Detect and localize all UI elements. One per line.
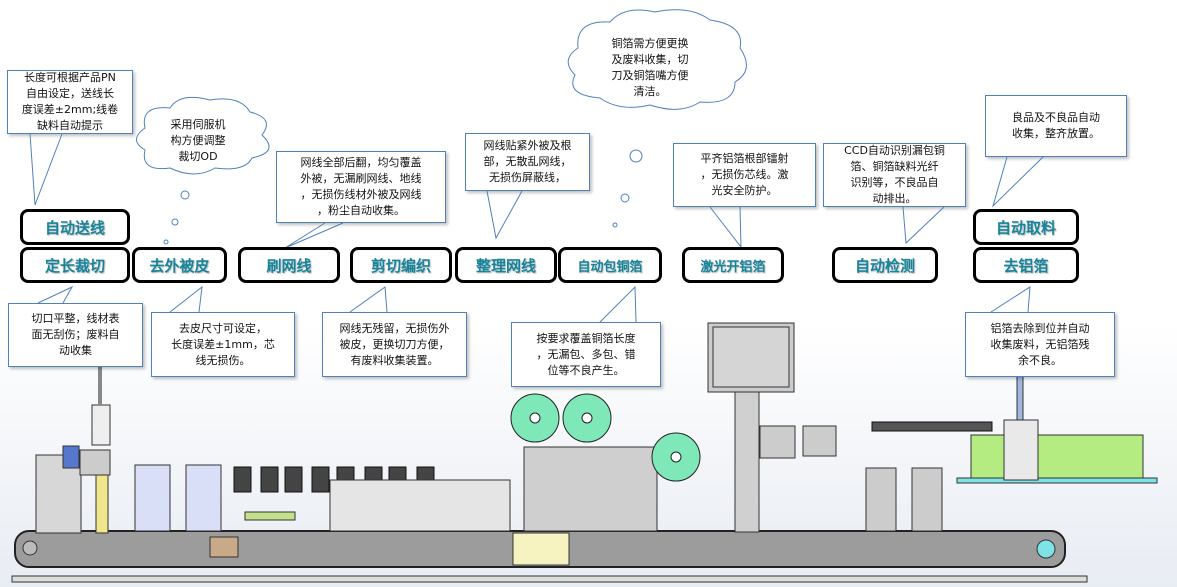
strip-unit	[185, 464, 222, 532]
station-brush-braid[interactable]: 刷网线	[238, 247, 340, 283]
cloud-servo-note: 采用伺服机 构方便调整 裁切OD	[170, 118, 226, 163]
callout-cut: 切口平整，线材表 面无刮伤；废料自 动收集	[8, 303, 143, 367]
monitor	[707, 322, 795, 393]
callout-inspect: CCD自动识别漏包铜 箔、铜箔缺料光纤 识别等，不良品自 动排出。	[823, 143, 966, 207]
motor	[62, 445, 80, 469]
callout-brush-braid: 网线全部后翻，均匀覆盖 外被，无漏刷网线、地线 ，无损伤线材外被及网线 ，粉尘自…	[276, 151, 446, 223]
box	[802, 425, 837, 457]
plate	[244, 511, 296, 521]
plate	[209, 536, 239, 558]
station-body	[35, 454, 82, 534]
thought-bubble	[180, 190, 190, 200]
station-auto-copper-foil[interactable]: 自动包铜箔	[558, 247, 662, 283]
monitor-pole	[734, 391, 760, 533]
foil-reel	[510, 393, 560, 443]
station-fixed-length-cut[interactable]: 定长裁切	[20, 247, 130, 283]
pointer	[486, 190, 523, 240]
station-cut-braid[interactable]: 剪切编织	[350, 247, 452, 283]
pick-cylinder	[871, 421, 993, 432]
pointer	[709, 206, 742, 249]
callout-pick: 良品及不良品自动 收集，整齐放置。	[985, 95, 1127, 157]
conveyor-chain	[14, 530, 1066, 568]
box	[759, 425, 796, 459]
callout-auto-feed: 长度可根据产品PN 自由设定，送线长 度误差±2mm;线卷 缺料自动提示	[7, 70, 133, 134]
foil-reel	[562, 393, 612, 443]
foil-frame	[523, 446, 658, 532]
station-auto-feed[interactable]: 自动送线	[20, 209, 130, 245]
block	[79, 449, 111, 476]
pointer	[902, 206, 945, 245]
inspect-unit	[911, 467, 943, 532]
foil-reel	[651, 432, 701, 482]
pointer	[37, 285, 74, 304]
cylinder	[91, 404, 111, 446]
cloud-copper-note: 铜箔需方便更换 及废料收集，切 刀及铜箔嘴方便 清洁。	[611, 37, 689, 98]
callout-arrange-braid: 网线贴紧外被及根 部，无散乱网线， 无损伤屏蔽线，	[465, 133, 590, 191]
left-sprocket	[22, 540, 38, 556]
station-auto-pick[interactable]: 自动取料	[973, 209, 1079, 245]
pointer	[284, 222, 344, 249]
pointer	[29, 133, 63, 206]
gripper	[1003, 419, 1039, 481]
pointer	[599, 285, 637, 323]
inspect-unit	[865, 467, 897, 532]
column	[95, 474, 109, 534]
callout-cut-braid: 网线无残留，无损伤外 被皮，更换切刀方便， 有废料收集装置。	[322, 312, 467, 377]
station-strip-jacket[interactable]: 去外被皮	[132, 247, 227, 283]
callout-strip: 去皮尺寸可设定， 长度误差±1mm，芯 线无损伤。	[151, 312, 295, 377]
floor-rail	[11, 575, 1088, 583]
station-laser-al-foil[interactable]: 激光开铝箔	[682, 247, 784, 283]
cut-frame	[329, 479, 511, 532]
pointer	[990, 286, 1031, 313]
pointer	[349, 286, 388, 313]
station-auto-inspect[interactable]: 自动检测	[832, 247, 938, 283]
station-arrange-braid[interactable]: 整理网线	[455, 247, 557, 283]
callout-laser: 平齐铝箔根部镭射 ，无损伤芯线。激 光安全防护。	[673, 143, 816, 207]
callout-remove-al: 铝箔去除到位并自动 收集废料，无铝箔残 余不良。	[965, 312, 1115, 377]
pointer	[991, 156, 1044, 208]
hopper	[970, 434, 1144, 479]
plate	[512, 532, 570, 566]
callout-copper-wrap: 按要求覆盖铜箔长度 ，无漏包、多包、错 位等不良产生。	[511, 322, 661, 387]
station-remove-al-foil[interactable]: 去铝箔	[973, 247, 1079, 283]
right-sprocket	[1036, 539, 1056, 559]
strip-unit	[134, 464, 171, 532]
pointer	[169, 285, 203, 313]
motor-row	[233, 466, 435, 493]
